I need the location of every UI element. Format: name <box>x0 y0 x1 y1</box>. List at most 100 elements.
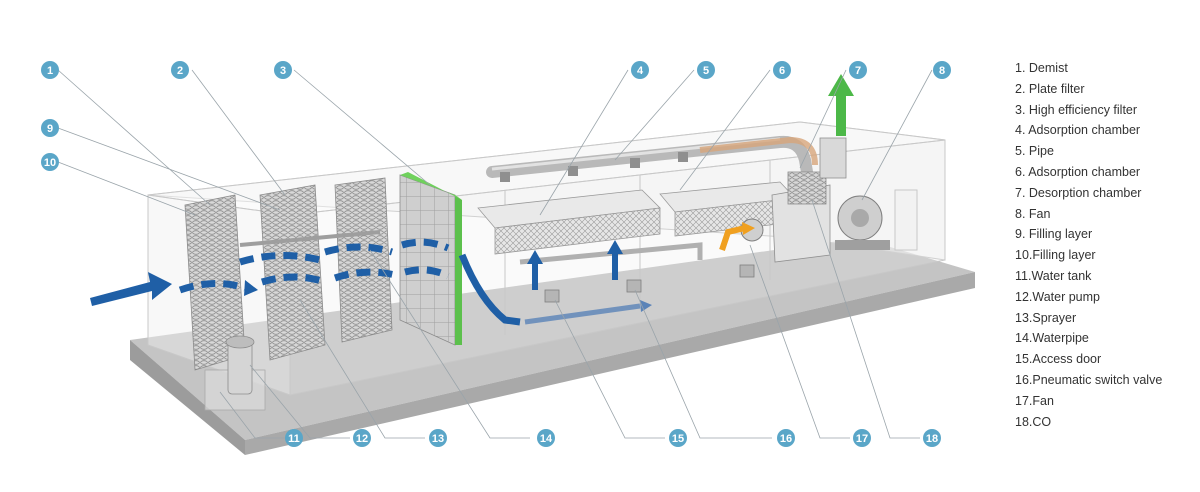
exhaust-stack <box>819 137 847 179</box>
leader-8 <box>861 69 933 201</box>
airflow-dash-2 <box>238 252 321 266</box>
callout-10-label: 10 <box>44 157 56 169</box>
leader-11 <box>219 391 285 439</box>
callout-8: 8 <box>933 61 951 79</box>
legend-item: 10.Filling layer <box>1015 248 1096 263</box>
leader-5 <box>614 69 695 161</box>
callout-3-label: 3 <box>280 65 286 77</box>
legend-item: 16.Pneumatic switch valve <box>1015 372 1163 387</box>
desorption-unit <box>740 137 890 263</box>
legend-item: 5. Pipe <box>1015 144 1054 159</box>
callout-5: 5 <box>697 61 715 79</box>
callout-2-label: 2 <box>177 65 183 77</box>
water-pump-motor <box>225 335 255 349</box>
callout-9-label: 9 <box>47 123 53 135</box>
leader-2 <box>191 69 286 196</box>
access-door-panel <box>894 189 918 251</box>
leader-18 <box>811 199 920 439</box>
legend-item: 11.Water tank <box>1015 268 1092 283</box>
callout-4: 4 <box>631 61 649 79</box>
airflow-up-head-2 <box>607 240 623 254</box>
airflow-arrows <box>90 74 854 326</box>
callout-16-label: 16 <box>780 433 792 445</box>
leader-3 <box>293 69 431 186</box>
airflow-dash-6 <box>400 238 450 252</box>
water-tank-pump <box>204 335 266 411</box>
legend-item: 7. Desorption chamber <box>1015 185 1142 200</box>
legend-item: 13.Sprayer <box>1015 310 1077 325</box>
callout-13-label: 13 <box>432 433 444 445</box>
pipe-valve-1 <box>500 172 510 182</box>
leader-4 <box>539 69 629 216</box>
legend-item: 12.Water pump <box>1015 289 1100 304</box>
leader-15 <box>554 299 665 439</box>
leader-13 <box>299 299 425 439</box>
airflow-lower-run <box>524 303 641 325</box>
pipe-valve-4 <box>678 152 688 162</box>
legend-item: 1. Demist <box>1015 61 1068 75</box>
callout-17-label: 17 <box>856 433 868 445</box>
filter-green-top <box>400 172 462 200</box>
legend-item: 8. Fan <box>1015 206 1051 221</box>
airflow-up-head-1 <box>527 250 543 264</box>
high-efficiency-filter <box>399 172 462 346</box>
legend-item: 18.CO <box>1015 414 1052 429</box>
inlet-arrow <box>90 272 172 306</box>
callout-14-label: 14 <box>540 433 553 445</box>
callout-18-label: 18 <box>926 433 938 445</box>
airflow-dash-7 <box>404 266 450 280</box>
legend-item: 14.Waterpipe <box>1015 331 1089 346</box>
equipment-diagram: 1 2 3 4 5 6 7 8 9 10 11 12 13 14 15 16 1… <box>41 61 975 455</box>
lower-pipe <box>519 242 703 265</box>
platform-side <box>245 272 975 455</box>
pneumatic-valve-2 <box>626 279 642 293</box>
callout-15: 15 <box>669 429 687 447</box>
leader-12 <box>249 364 350 439</box>
callout-12: 12 <box>353 429 371 447</box>
exhaust-arrow <box>828 74 854 136</box>
airflow-dash-4 <box>324 243 394 256</box>
platform-top <box>130 238 975 440</box>
legend-item: 4. Adsorption chamber <box>1015 123 1141 138</box>
pneumatic-valve-3 <box>739 264 755 278</box>
adsorption-chambers <box>477 181 796 255</box>
valves <box>544 264 755 303</box>
leader-9 <box>57 127 281 211</box>
pipe-valve-3 <box>630 158 640 168</box>
main-fan-hub <box>851 209 869 227</box>
callout-17: 17 <box>853 429 871 447</box>
callout-12-label: 12 <box>356 433 368 445</box>
legend-item: 17.Fan <box>1015 393 1054 408</box>
callout-4-label: 4 <box>637 65 644 77</box>
leader-16 <box>634 289 772 439</box>
water-pipe <box>239 230 381 247</box>
airflow-dash-5 <box>333 268 396 282</box>
leader-6 <box>679 69 771 191</box>
callout-6: 6 <box>773 61 791 79</box>
leader-17 <box>749 244 850 439</box>
callout-7: 7 <box>849 61 867 79</box>
hot-air-flow <box>719 225 746 251</box>
callout-11-label: 11 <box>288 433 300 445</box>
leader-lines <box>57 69 933 439</box>
callout-5-label: 5 <box>703 65 709 77</box>
airflow-duct-curve <box>458 253 521 326</box>
callout-14: 14 <box>537 429 555 447</box>
pneumatic-valve-1 <box>544 289 560 303</box>
callout-2: 2 <box>171 61 189 79</box>
adsorption-chamber-left-mesh <box>494 207 661 255</box>
callout-9: 9 <box>41 119 59 137</box>
filter-green-edge <box>455 195 462 345</box>
callout-16: 16 <box>777 429 795 447</box>
legend-item: 15.Access door <box>1015 352 1102 367</box>
platform-front <box>130 340 245 455</box>
callout-1: 1 <box>41 61 59 79</box>
callout-11: 11 <box>285 429 303 447</box>
pipe-system <box>239 135 818 265</box>
leader-10 <box>57 161 196 216</box>
callout-8-label: 8 <box>939 65 945 77</box>
leader-14 <box>369 249 530 439</box>
callout-3: 3 <box>274 61 292 79</box>
leader-1 <box>57 69 211 206</box>
callout-13: 13 <box>429 429 447 447</box>
